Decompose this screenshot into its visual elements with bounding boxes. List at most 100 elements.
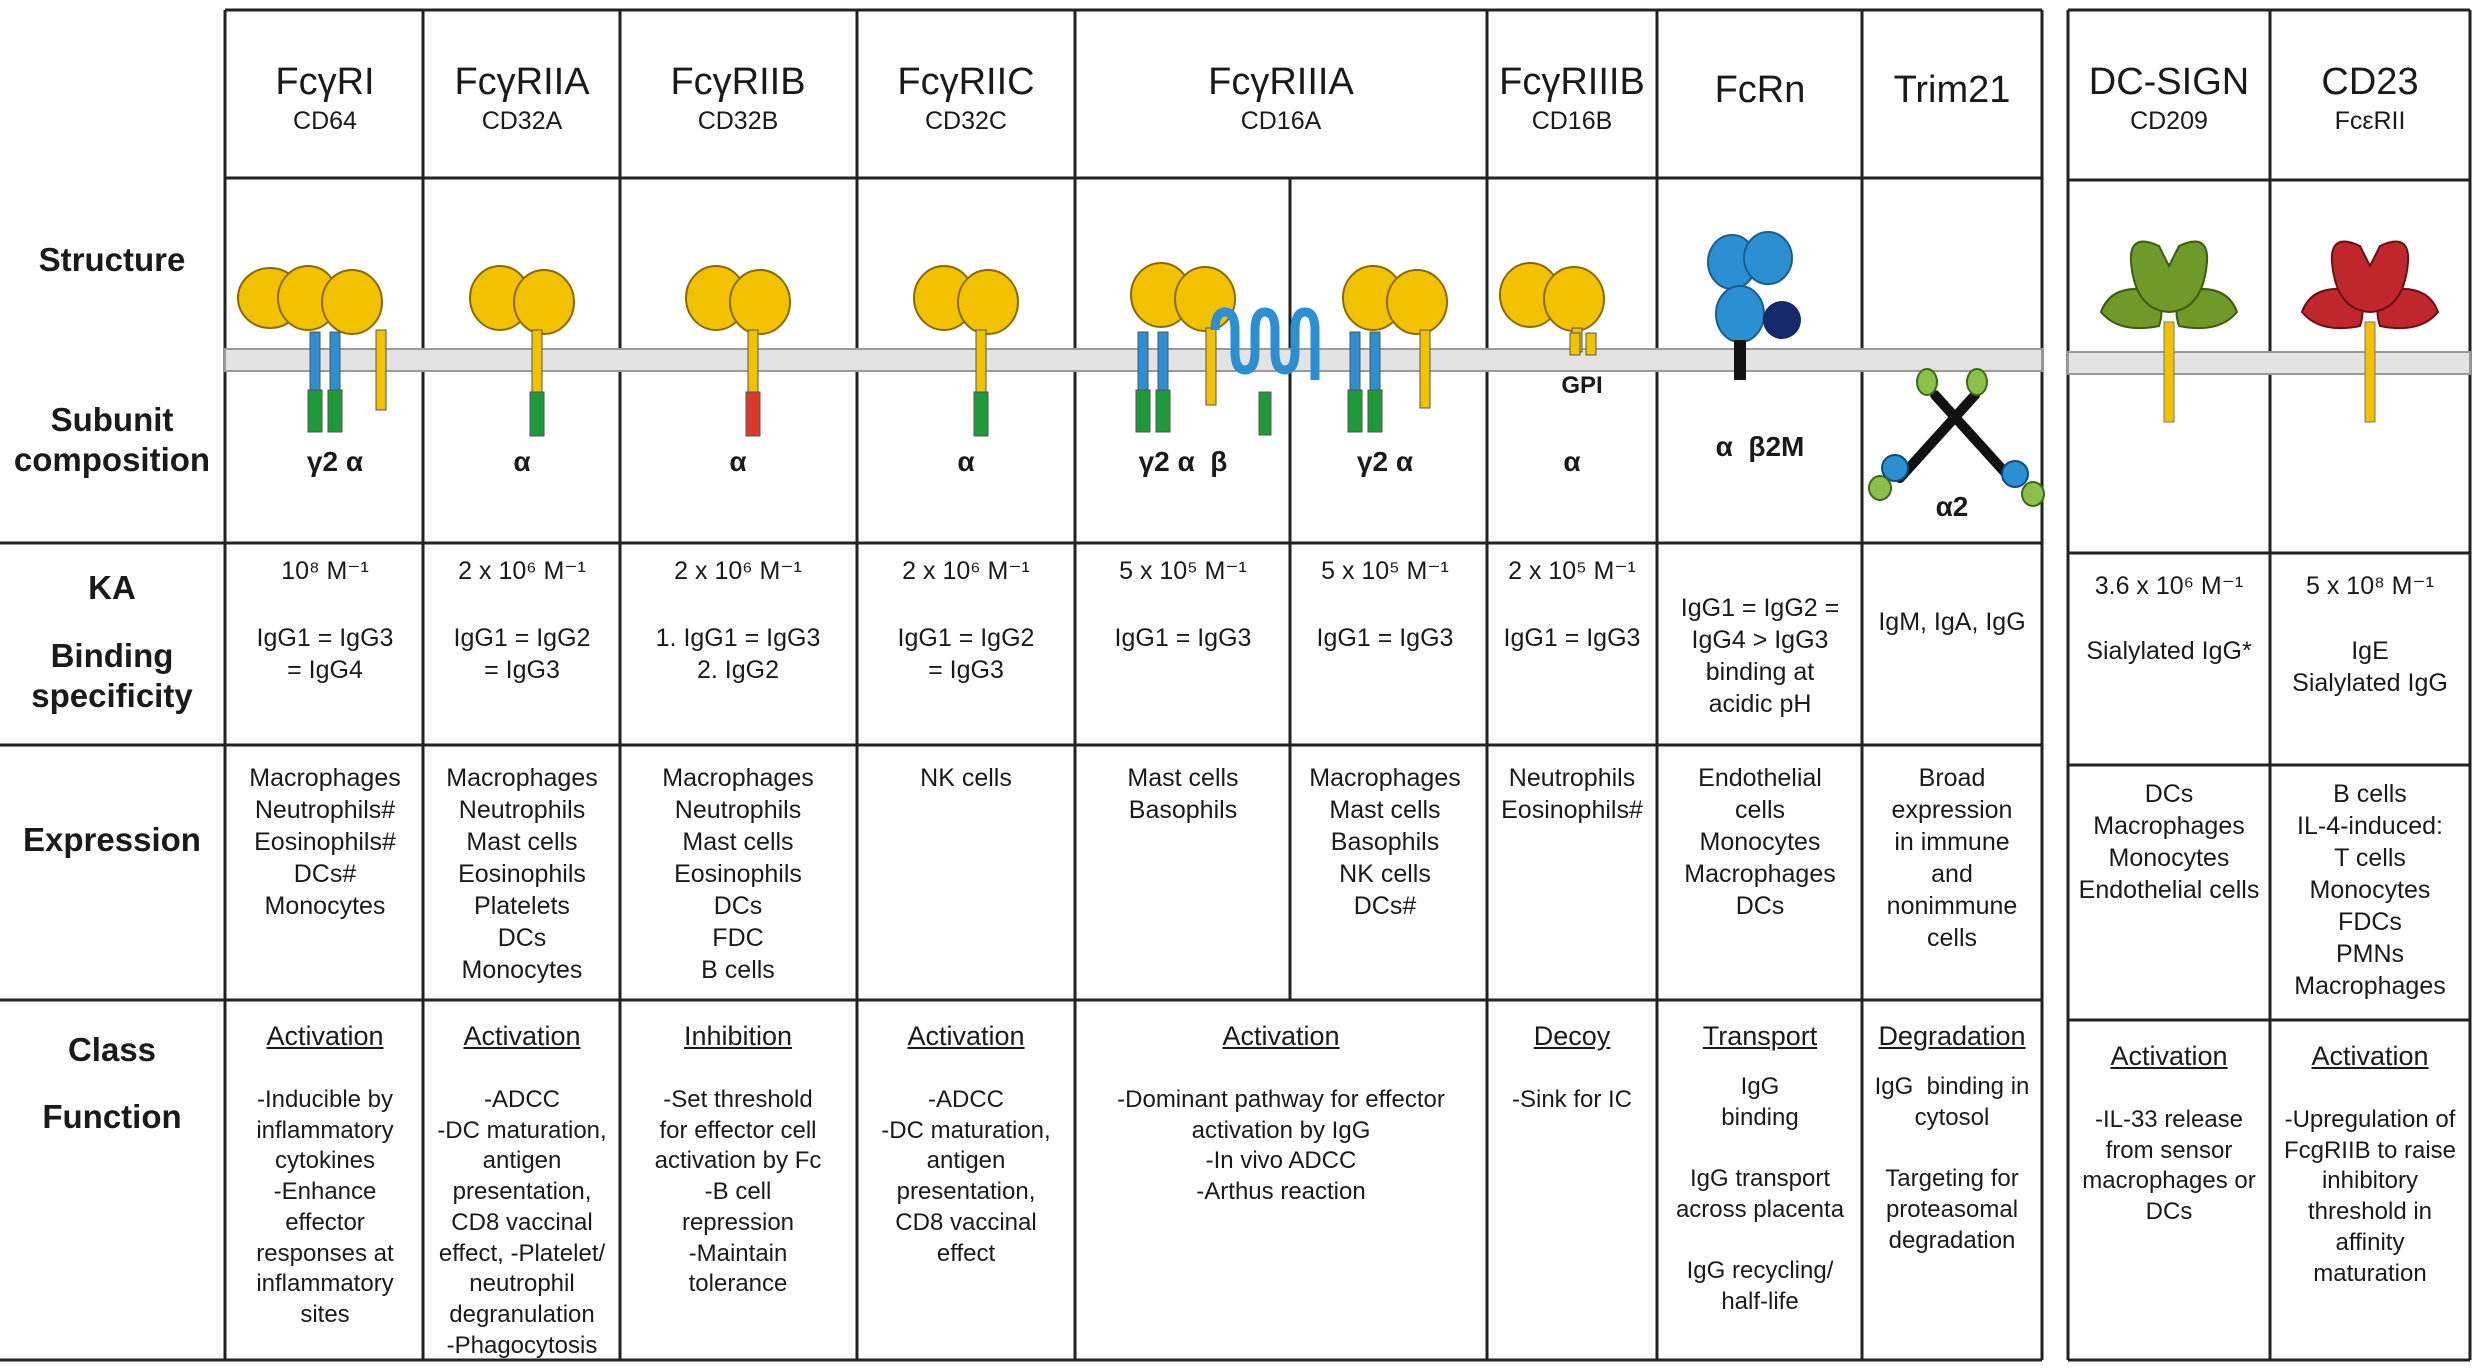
expr-5: Neutrophils Eosinophils# xyxy=(1501,764,1643,824)
function-8: -IL-33 release from sensor macrophages o… xyxy=(2082,1106,2256,1226)
row-label-function: Function xyxy=(42,1098,182,1135)
spec-0: IgG1 = IgG3 = IgG4 xyxy=(256,624,394,684)
fcgr1-alpha-chain xyxy=(375,329,387,411)
spec-9: IgE Sialylated IgG xyxy=(2292,637,2448,697)
spec-3: IgG1 = IgG2 = IgG3 xyxy=(897,624,1035,684)
function-6: IgG binding IgG transport across placent… xyxy=(1675,1073,1845,1316)
ka-2: 2 x 10⁶ M⁻¹ xyxy=(674,557,802,585)
spec-6: IgG1 = IgG2 = IgG4 > IgG3 binding at aci… xyxy=(1680,594,1840,718)
fcgr3a-nk-gamma-blue-a xyxy=(1137,331,1149,391)
row-label-ka: KA xyxy=(88,569,136,606)
fcgr3b-gpi-anchor-b xyxy=(1585,332,1597,356)
spec-4-right: IgG1 = IgG3 xyxy=(1316,624,1454,652)
row-label-class: Class xyxy=(67,1031,157,1068)
function-4: -Dominant pathway for effector activatio… xyxy=(1117,1086,1445,1206)
class-8: Activation xyxy=(2110,1041,2228,1071)
expr-6: Endothelial cells Monocytes Macrophages … xyxy=(1684,764,1836,920)
header-alt-1: CD32A xyxy=(481,107,563,135)
fcgr1-gamma-green-b xyxy=(327,389,343,433)
fcgr3a-mac-gamma-blue-b xyxy=(1369,331,1381,391)
fcgr2a-tm xyxy=(531,329,543,393)
spec-4-left: IgG1 = IgG3 xyxy=(1114,624,1252,652)
fcgr2a-itam xyxy=(529,391,545,437)
header-4: FcγRIIIA xyxy=(1208,61,1354,103)
class-7: Degradation xyxy=(1878,1021,2026,1051)
class-2: Inhibition xyxy=(683,1021,793,1051)
ka-9: 5 x 10⁸ M⁻¹ xyxy=(2306,572,2434,600)
fcgr2b-tm xyxy=(747,329,759,393)
dc-sign-structure xyxy=(2099,240,2239,423)
ka-8: 3.6 x 10⁶ M⁻¹ xyxy=(2094,572,2244,600)
header-2: FcγRIIB xyxy=(670,61,806,103)
units-7: α2 xyxy=(1935,491,1969,522)
fcrn-structure xyxy=(1707,231,1801,380)
header-alt-0: CD64 xyxy=(293,107,357,135)
header-0: FcγRI xyxy=(275,61,375,103)
header-5: FcγRIIIB xyxy=(1499,61,1645,103)
units-0: γ2 α xyxy=(306,446,364,477)
units-4-left: γ2 α β xyxy=(1138,446,1228,477)
function-5: -Sink for IC xyxy=(1511,1086,1633,1113)
header-1: FcγRIIA xyxy=(454,61,590,103)
class-3: Activation xyxy=(907,1021,1025,1051)
header-alt-2: CD32B xyxy=(697,107,779,135)
expr-8: DCs Macrophages Monocytes Endothelial ce… xyxy=(2078,780,2260,904)
expr-4-right: Macrophages Mast cells Basophils NK cell… xyxy=(1309,764,1461,920)
cd23-structure xyxy=(2300,240,2440,423)
fcgr2b-domains xyxy=(685,265,791,335)
fcgr1-gamma-blue-a xyxy=(309,331,321,391)
units-1: α xyxy=(513,446,531,477)
expr-4-left: Mast cells Basophils xyxy=(1127,764,1239,824)
fcgr3a-nk-alpha xyxy=(1205,327,1217,406)
units-5: α xyxy=(1563,446,1581,477)
units-6: α β2M xyxy=(1715,431,1805,462)
fcgr3a-mac-alpha xyxy=(1419,329,1431,409)
function-1: -ADCC -DC maturation, antigen presentati… xyxy=(437,1086,607,1359)
row-label-binding: Binding specificity xyxy=(31,637,193,714)
ka-3: 2 x 10⁶ M⁻¹ xyxy=(902,557,1030,585)
expr-2: Macrophages Neutrophils Mast cells Eosin… xyxy=(662,764,814,984)
expr-3: NK cells xyxy=(920,764,1012,792)
fcgr3a-nk-gamma-blue-b xyxy=(1157,331,1169,391)
ka-5: 2 x 10⁵ M⁻¹ xyxy=(1508,557,1636,585)
header-alt-9: FcεRII xyxy=(2334,107,2406,135)
class-1: Activation xyxy=(463,1021,581,1051)
class-0: Activation xyxy=(266,1021,384,1051)
function-3: -ADCC -DC maturation, antigen presentati… xyxy=(881,1086,1051,1267)
header-9: CD23 xyxy=(2321,61,2419,103)
expr-7: Broad expression in immune and nonimmune… xyxy=(1886,764,2018,952)
row-label-subunit: Subunit composition xyxy=(13,401,211,478)
fcgr1-gamma-green-a xyxy=(307,389,323,433)
class-4: Activation xyxy=(1222,1021,1340,1051)
header-alt-4: CD16A xyxy=(1240,107,1322,135)
row-label-structure: Structure xyxy=(38,241,186,278)
expr-9: B cells IL-4-induced: T cells Monocytes … xyxy=(2294,780,2446,1000)
fcgr1-gamma-blue-b xyxy=(329,331,341,391)
fcgr3a-beta-chain xyxy=(1210,307,1320,380)
spec-5: IgG1 = IgG3 xyxy=(1503,624,1641,652)
fcgr3a-mac-gamma-green-a xyxy=(1347,389,1363,433)
fcgr3b-gpi-anchor-a xyxy=(1569,332,1581,356)
spec-1: IgG1 = IgG2 = IgG3 xyxy=(453,624,591,684)
row-label-expression: Expression xyxy=(23,821,201,858)
header-8: DC-SIGN xyxy=(2088,61,2250,103)
function-9: -Upregulation of FcgRIIB to raise inhibi… xyxy=(2283,1106,2457,1287)
fcgr3a-nk-gamma-green-a xyxy=(1135,389,1151,433)
fcgr3b-domains xyxy=(1499,262,1605,332)
header-7: Trim21 xyxy=(1893,69,2011,111)
cell-membrane xyxy=(224,348,2043,372)
class-6: Transport xyxy=(1702,1021,1818,1051)
function-0: -Inducible by inflammatory cytokines -En… xyxy=(256,1086,394,1329)
ka-4-right: 5 x 10⁵ M⁻¹ xyxy=(1321,557,1449,585)
header-alt-5: CD16B xyxy=(1531,107,1613,135)
fcgr1-domains xyxy=(277,265,383,335)
header-alt-3: CD32C xyxy=(925,107,1007,135)
fcgr3a-mac-gamma-blue-a xyxy=(1349,331,1361,391)
spec-8: Sialylated IgG* xyxy=(2086,637,2252,665)
class-5: Decoy xyxy=(1533,1021,1611,1051)
fcgr2c-tm xyxy=(975,329,987,393)
class-9: Activation xyxy=(2311,1041,2429,1071)
